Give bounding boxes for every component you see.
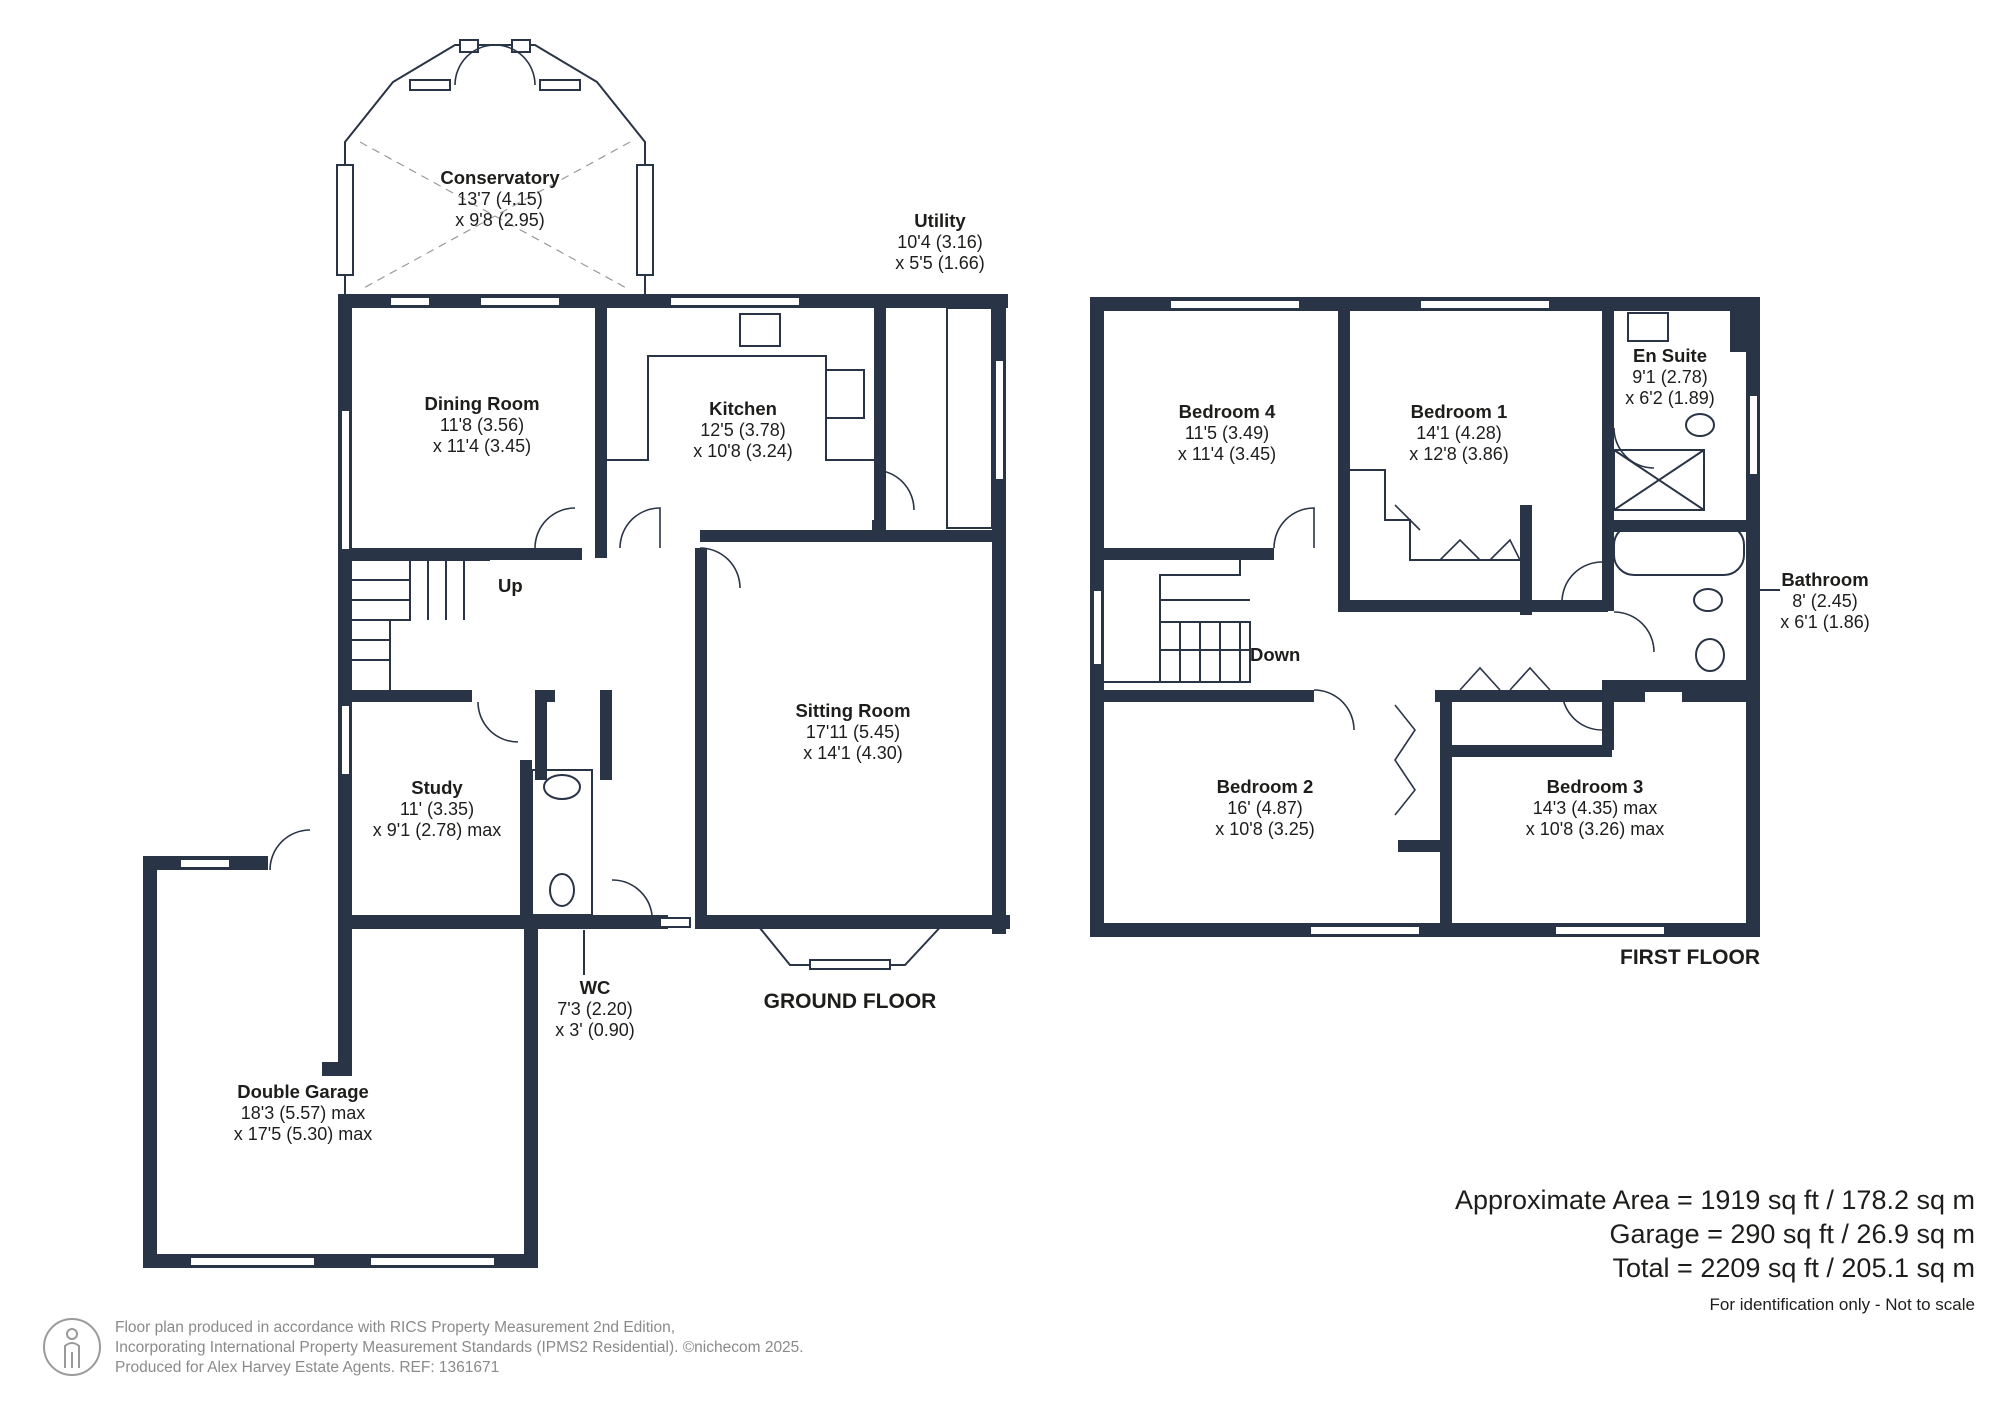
bedroom-1-label: Bedroom 1 [1411, 401, 1508, 422]
conservatory-dim-2: x 9'8 (2.95) [455, 210, 544, 230]
bedroom-1-dim-1: 14'1 (4.28) [1416, 423, 1502, 443]
stairs-up-label: Up [498, 575, 523, 596]
en-suite-dim-1: 9'1 (2.78) [1632, 367, 1707, 387]
bedroom-3-dim-2: x 10'8 (3.26) max [1526, 819, 1665, 839]
wc-dim-2: x 3' (0.90) [555, 1020, 634, 1040]
ground-floor-walls [338, 294, 1010, 934]
kitchen-dim-2: x 10'8 (3.24) [693, 441, 793, 461]
utility-label: Utility [914, 210, 966, 231]
garage-walls [143, 856, 538, 1268]
first-floor-title: FIRST FLOOR [1620, 946, 1760, 969]
total-area: Total = 2209 sq ft / 205.1 sq m [1612, 1253, 1975, 1283]
bedroom-4-dim-2: x 11'4 (3.45) [1178, 444, 1276, 464]
wc-label: WC [580, 977, 611, 998]
dining-room-dim-2: x 11'4 (3.45) [433, 436, 531, 456]
first-floor-walls [1090, 297, 1760, 937]
kitchen-dim-1: 12'5 (3.78) [700, 420, 786, 440]
kitchen-label: Kitchen [709, 398, 777, 419]
ground-stairs [352, 559, 490, 690]
first-floor-plan: Bedroom 4 11'5 (3.49) x 11'4 (3.45) Bedr… [1090, 297, 1870, 969]
study-dim-1: 11' (3.35) [400, 799, 474, 819]
ground-floor-title: GROUND FLOOR [764, 990, 937, 1013]
first-stairs [1104, 560, 1251, 683]
dining-room-label: Dining Room [424, 393, 539, 414]
footer-line-1: Floor plan produced in accordance with R… [115, 1319, 676, 1336]
ground-floor-plan: Conservatory 13'7 (4.15) x 9'8 (2.95) Ut… [143, 39, 1010, 1268]
garage-area: Garage = 290 sq ft / 26.9 sq m [1609, 1219, 1975, 1249]
bedroom-2-dim-2: x 10'8 (3.25) [1215, 819, 1315, 839]
sitting-room-bay [754, 921, 946, 970]
footer-line-3: Produced for Alex Harvey Estate Agents. … [115, 1359, 500, 1376]
sitting-room-label: Sitting Room [795, 700, 910, 721]
scale-note: For identification only - Not to scale [1709, 1295, 1975, 1314]
en-suite-label: En Suite [1633, 345, 1707, 366]
conservatory-walls [336, 39, 654, 298]
bathroom-dim-1: 8' (2.45) [1792, 591, 1857, 611]
bedroom-4-dim-1: 11'5 (3.49) [1185, 423, 1269, 443]
sitting-room-dim-1: 17'11 (5.45) [806, 722, 900, 742]
double-garage-dim-2: x 17'5 (5.30) max [234, 1124, 373, 1144]
approximate-area: Approximate Area = 1919 sq ft / 178.2 sq… [1454, 1185, 1975, 1215]
conservatory-label: Conservatory [440, 167, 560, 188]
study-dim-2: x 9'1 (2.78) max [373, 820, 502, 840]
utility-dim-1: 10'4 (3.16) [897, 232, 983, 252]
footer: Floor plan produced in accordance with R… [43, 1318, 804, 1378]
footer-text: Floor plan produced in accordance with R… [115, 1318, 804, 1378]
conservatory-dim-1: 13'7 (4.15) [457, 189, 543, 209]
bedroom-2-dim-1: 16' (4.87) [1227, 798, 1302, 818]
utility-dim-2: x 5'5 (1.66) [895, 253, 984, 273]
sitting-room-dim-2: x 14'1 (4.30) [803, 743, 903, 763]
bathroom-dim-2: x 6'1 (1.86) [1780, 612, 1869, 632]
double-garage-label: Double Garage [237, 1081, 369, 1102]
bedroom-3-label: Bedroom 3 [1547, 776, 1644, 797]
footer-line-2: Incorporating International Property Mea… [115, 1339, 804, 1356]
double-garage-dim-1: 18'3 (5.57) max [241, 1103, 366, 1123]
person-icon [43, 1318, 101, 1376]
stairs-down-label: Down [1250, 644, 1300, 665]
area-summary: Approximate Area = 1919 sq ft / 178.2 sq… [1455, 1183, 1975, 1315]
bedroom-4-label: Bedroom 4 [1179, 401, 1276, 422]
dining-room-dim-1: 11'8 (3.56) [440, 415, 524, 435]
study-label: Study [411, 777, 463, 798]
bedroom-2-label: Bedroom 2 [1217, 776, 1314, 797]
bedroom-1-dim-2: x 12'8 (3.86) [1409, 444, 1509, 464]
wc-dim-1: 7'3 (2.20) [557, 999, 632, 1019]
bathroom-label: Bathroom [1781, 569, 1868, 590]
en-suite-dim-2: x 6'2 (1.89) [1625, 388, 1714, 408]
bedroom-3-dim-1: 14'3 (4.35) max [1533, 798, 1658, 818]
